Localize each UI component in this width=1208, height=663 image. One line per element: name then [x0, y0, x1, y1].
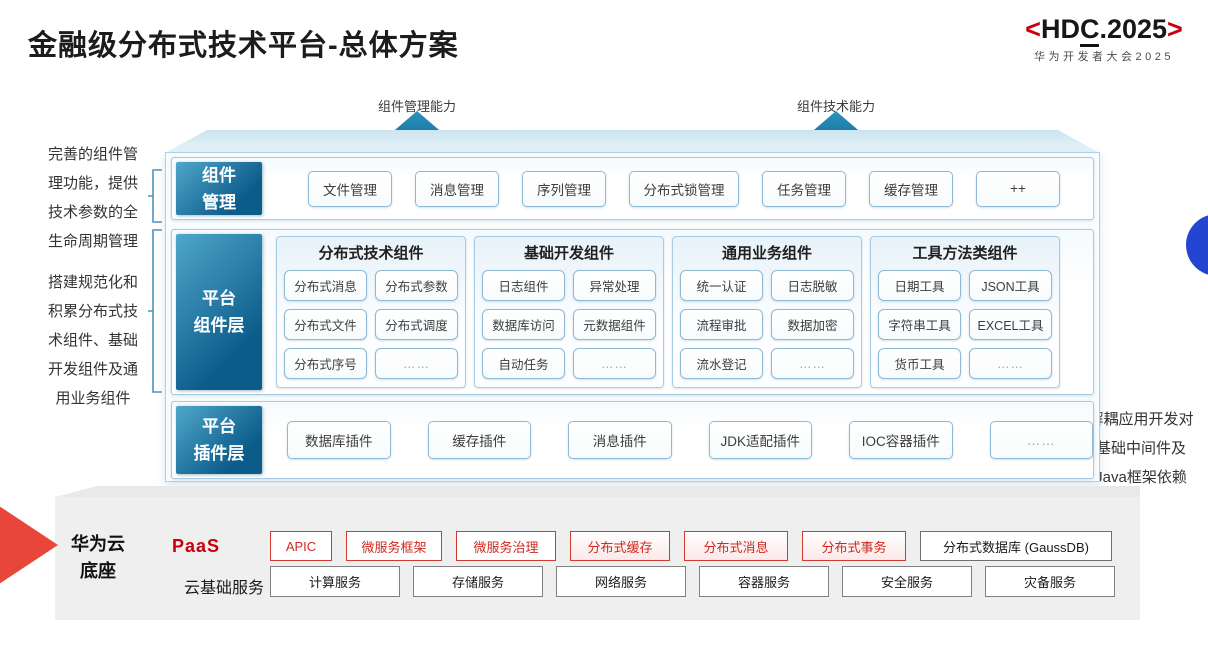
paas-box: 微服务框架: [346, 531, 442, 561]
cloud-services-label: 云基础服务: [184, 580, 265, 597]
platform-frame: 组件 管理 文件管理 消息管理 序列管理 分布式锁管理 任务管理 缓存管理 ++…: [165, 152, 1100, 482]
component-box: 日志组件: [482, 270, 565, 301]
component-box: 异常处理: [573, 270, 656, 301]
plugin-items: 数据库插件 缓存插件 消息插件 JDK适配插件 IOC容器插件 ……: [268, 402, 1093, 478]
component-box-more: ……: [573, 348, 656, 379]
column-common-business: 通用业务组件 统一认证 日志脱敏 流程审批 数据加密 流水登记 ……: [672, 236, 862, 388]
paas-box: 微服务治理: [456, 531, 556, 561]
component-mgmt-items: 文件管理 消息管理 序列管理 分布式锁管理 任务管理 缓存管理 ++: [268, 158, 1093, 219]
row-platform-components: 平台 组件层 分布式技术组件 分布式消息 分布式参数 分布式文件 分布式调度 分…: [171, 229, 1094, 395]
component-box: 数据库访问: [482, 309, 565, 340]
row-component-mgmt: 组件 管理 文件管理 消息管理 序列管理 分布式锁管理 任务管理 缓存管理 ++: [171, 157, 1094, 220]
paas-box: 分布式消息: [684, 531, 788, 561]
tech-capability-label: 组件技术能力: [797, 99, 876, 114]
component-box: 流程审批: [680, 309, 763, 340]
component-box: 分布式序号: [284, 348, 367, 379]
logo-left-bracket: <: [1025, 14, 1041, 44]
left-bracket-decoration: [148, 169, 162, 223]
component-box: 分布式消息: [284, 270, 367, 301]
hdc-logo: <HDC.2025> 华为开发者大会2025: [1004, 14, 1204, 64]
component-box: 分布式参数: [375, 270, 458, 301]
logo-name-rest: .2025: [1099, 14, 1168, 44]
mgmt-capability-label: 组件管理能力: [378, 99, 457, 114]
row-label-platform-plugins: 平台 插件层: [176, 406, 262, 474]
plugin-box: 消息插件: [568, 421, 672, 459]
component-box-more: ……: [375, 348, 458, 379]
component-box: 日志脱敏: [771, 270, 854, 301]
row-label-platform-components: 平台 组件层: [176, 234, 262, 390]
mgmt-box: 分布式锁管理: [629, 170, 739, 207]
page-title: 金融级分布式技术平台-总体方案: [28, 30, 459, 62]
plugin-box-more: ……: [989, 421, 1093, 459]
frame-top-face: [165, 130, 1100, 153]
component-box-more: ……: [771, 348, 854, 379]
mgmt-box: 缓存管理: [869, 170, 953, 207]
cloud-services-row: 计算服务 存储服务 网络服务 容器服务 安全服务 灾备服务: [270, 566, 1115, 597]
component-box: 货币工具: [878, 348, 961, 379]
paas-box: APIC: [270, 531, 332, 561]
note-plugin-layer: 解耦应用开发对 基础中间件及 Java框架依赖: [1088, 411, 1194, 486]
row-label-component-mgmt: 组件 管理: [176, 162, 262, 215]
cloud-service-box: 安全服务: [842, 566, 972, 597]
logo-name-c: C: [1079, 14, 1100, 47]
plugin-box: IOC容器插件: [849, 421, 953, 459]
plugin-box: JDK适配插件: [708, 421, 812, 459]
cloud-service-box: 存储服务: [413, 566, 543, 597]
left-bracket-decoration: [148, 229, 162, 393]
column-tool-methods: 工具方法类组件 日期工具 JSON工具 字符串工具 EXCEL工具 货币工具 ……: [870, 236, 1060, 388]
component-box: 字符串工具: [878, 309, 961, 340]
hdc-logo-subtitle: 华为开发者大会2025: [1034, 51, 1174, 63]
mgmt-box: 文件管理: [308, 170, 392, 207]
plugin-box: 数据库插件: [287, 421, 391, 459]
red-arrow-decoration: [0, 496, 58, 594]
component-box: EXCEL工具: [969, 309, 1052, 340]
column-basic-dev: 基础开发组件 日志组件 异常处理 数据库访问 元数据组件 自动任务 ……: [474, 236, 664, 388]
plugin-box: 缓存插件: [427, 421, 531, 459]
platform-component-columns: 分布式技术组件 分布式消息 分布式参数 分布式文件 分布式调度 分布式序号 ………: [268, 230, 1093, 394]
component-box: 自动任务: [482, 348, 565, 379]
logo-right-bracket: >: [1167, 14, 1183, 44]
component-box: 统一认证: [680, 270, 763, 301]
cloud-service-box: 灾备服务: [985, 566, 1115, 597]
hdc-logo-text: <HDC.2025>: [1004, 14, 1204, 47]
paas-box: 分布式缓存: [570, 531, 670, 561]
component-box: 元数据组件: [573, 309, 656, 340]
foundation-label: 华为云 底座: [71, 534, 125, 581]
mgmt-box: 序列管理: [522, 170, 606, 207]
component-box: 分布式文件: [284, 309, 367, 340]
logo-name-prefix: HD: [1040, 14, 1080, 44]
component-box-more: ……: [969, 348, 1052, 379]
note-component-mgmt: 完善的组件管 理功能，提供 技术参数的全 生命周期管理: [47, 146, 138, 250]
paas-label: PaaS: [172, 536, 221, 556]
mgmt-box: 消息管理: [415, 170, 499, 207]
component-box: 数据加密: [771, 309, 854, 340]
paas-box: 分布式事务: [802, 531, 906, 561]
cloud-service-box: 计算服务: [270, 566, 400, 597]
mgmt-box: 任务管理: [762, 170, 846, 207]
row-platform-plugins: 平台 插件层 数据库插件 缓存插件 消息插件 JDK适配插件 IOC容器插件 ……: [171, 401, 1094, 479]
blue-circle-decoration: [1186, 214, 1208, 276]
component-box: 分布式调度: [375, 309, 458, 340]
note-platform-components: 搭建规范化和 积累分布式技 术组件、基础 开发组件及通 用业务组件: [47, 274, 138, 407]
mgmt-box: ++: [976, 170, 1060, 207]
column-distributed-tech: 分布式技术组件 分布式消息 分布式参数 分布式文件 分布式调度 分布式序号 ……: [276, 236, 466, 388]
gaussdb-box: 分布式数据库 (GaussDB): [920, 531, 1112, 561]
cloud-service-box: 网络服务: [556, 566, 686, 597]
paas-services-row: APIC 微服务框架 微服务治理 分布式缓存 分布式消息 分布式事务 分布式数据…: [270, 531, 1112, 561]
component-box: JSON工具: [969, 270, 1052, 301]
cloud-service-box: 容器服务: [699, 566, 829, 597]
component-box: 日期工具: [878, 270, 961, 301]
component-box: 流水登记: [680, 348, 763, 379]
